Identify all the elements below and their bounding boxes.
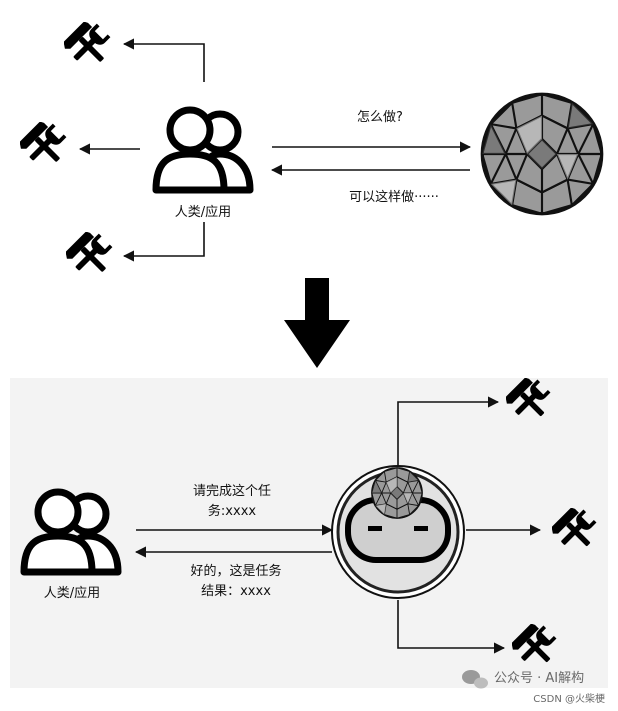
geodesic-sphere-icon: [371, 467, 423, 519]
bottom-panel: [10, 378, 608, 688]
hammer-wrench-icon: [64, 22, 112, 70]
result-label-line1: 好的，这是任务: [190, 563, 281, 579]
answer-label: 可以这样做······: [349, 189, 439, 205]
top-human-label: 人类/应用: [175, 204, 231, 220]
bottom-human-label: 人类/应用: [44, 585, 100, 601]
watermark: 公众号 · AI解构 CSDN @火柴梗: [462, 670, 605, 705]
watermark-account: 公众号 · AI解构: [494, 671, 584, 686]
request-label-line2: 务:xxxx: [208, 503, 256, 519]
geodesic-sphere-icon: [480, 92, 604, 216]
robot-agent-icon: [331, 465, 465, 599]
request-label-line1: 请完成这个任: [193, 483, 271, 499]
bottom-section: 人类/应用 请完成这个任 务:xxxx 好的，这是任务 结果：xxxx: [10, 378, 608, 688]
agent-tool-arrow-down: [397, 600, 506, 654]
down-arrow-icon: [284, 278, 350, 368]
tool-call-arrow-down: [122, 222, 205, 262]
tool-call-arrow-up: [122, 38, 205, 82]
agent-tool-arrow-up: [397, 396, 500, 466]
hammer-wrench-icon: [66, 232, 114, 280]
hammer-wrench-icon: [20, 122, 68, 170]
question-label: 怎么做?: [357, 110, 403, 125]
people-icon: [156, 110, 250, 190]
wechat-icon: [462, 670, 488, 689]
watermark-source: CSDN @火柴梗: [533, 692, 605, 705]
result-label-line2: 结果：xxxx: [201, 584, 271, 599]
top-section: 人类/应用 怎么做? 可以这样做······: [20, 22, 604, 280]
